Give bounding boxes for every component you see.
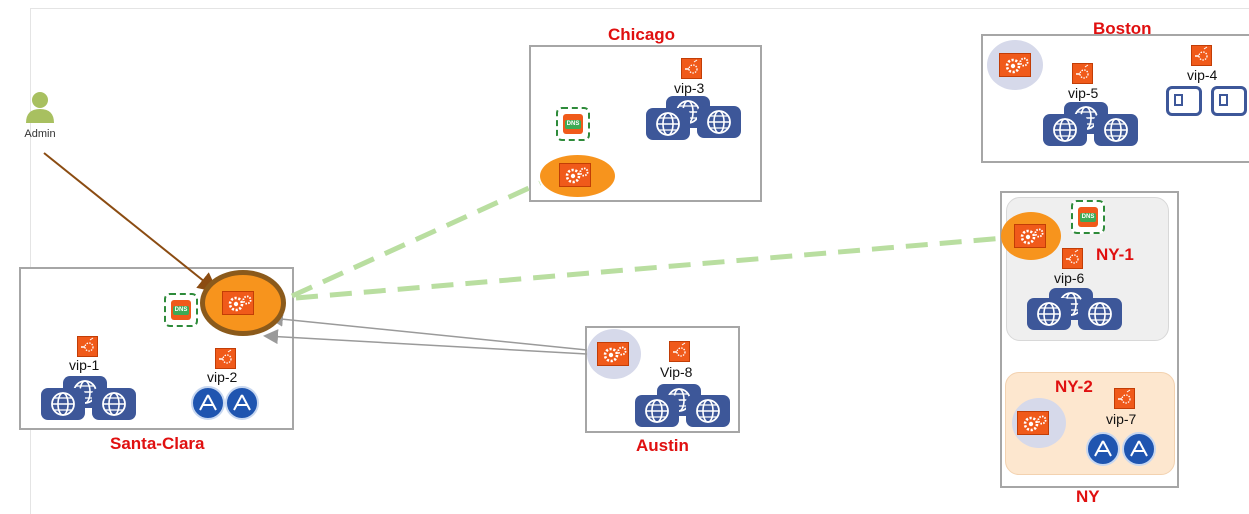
- vip-icon: [1072, 63, 1093, 84]
- app-store-icon: [191, 386, 225, 420]
- controller-gear-icon: [1017, 411, 1049, 435]
- site-title-chicago: Chicago: [608, 25, 676, 44]
- vip-icon: [1062, 248, 1083, 269]
- vip-icon: [669, 341, 690, 362]
- dns-icon: DNS: [164, 293, 198, 327]
- austin-link-lower: [263, 329, 588, 355]
- vip-label: vip-2: [207, 369, 238, 385]
- site-title-ny: NY: [1076, 487, 1100, 506]
- vip-label: vip-3: [674, 80, 705, 96]
- canvas-border-top: [30, 8, 1249, 9]
- globe-server-icon: [686, 395, 730, 427]
- zone-title-ny-2: NY-2: [1055, 377, 1093, 396]
- admin-user-icon: [26, 92, 54, 123]
- gslb-link-ny: [295, 235, 1005, 301]
- admin-label: Admin: [24, 128, 56, 140]
- admin-user[interactable]: Admin: [22, 90, 58, 142]
- globe-server-icon: [1043, 114, 1087, 146]
- app-store-icon: [1086, 432, 1120, 466]
- vip-label: Vip-8: [660, 364, 693, 380]
- app-store-icon: [225, 386, 259, 420]
- austin-link-upper: [268, 311, 588, 351]
- vip-label: vip-5: [1068, 85, 1099, 101]
- globe-server-icon: [41, 388, 85, 420]
- window-icon: [1166, 86, 1202, 116]
- dns-icon: DNS: [556, 107, 590, 141]
- controller-gear-icon: [999, 53, 1031, 77]
- vip-label: vip-7: [1106, 411, 1137, 427]
- site-title-austin: Austin: [636, 436, 689, 455]
- dns-icon: DNS: [1071, 200, 1105, 234]
- gslb-link-chicago: [290, 180, 542, 299]
- globe-server-icon: [635, 395, 679, 427]
- window-icon: [1211, 86, 1247, 116]
- canvas-border-left: [30, 8, 31, 514]
- globe-server-icon: [697, 106, 741, 138]
- app-store-icon: [1122, 432, 1156, 466]
- vip-label: vip-4: [1187, 67, 1218, 83]
- vip-icon: [681, 58, 702, 79]
- controller-gear-icon: [597, 342, 629, 366]
- vip-icon: [1191, 45, 1212, 66]
- site-title-santa-clara: Santa-Clara: [110, 434, 205, 453]
- vip-label: vip-6: [1054, 270, 1085, 286]
- site-title-boston: Boston: [1093, 19, 1152, 38]
- vip-icon: [77, 336, 98, 357]
- globe-server-icon: [92, 388, 136, 420]
- controller-gear-icon: [559, 163, 591, 187]
- controller-gear-icon: [1014, 224, 1046, 248]
- admin-arrow: [43, 152, 219, 293]
- globe-server-icon: [646, 108, 690, 140]
- controller-gear-icon: [222, 291, 254, 315]
- zone-title-ny-1: NY-1: [1096, 245, 1134, 264]
- globe-server-icon: [1078, 298, 1122, 330]
- vip-icon: [1114, 388, 1135, 409]
- vip-label: vip-1: [69, 357, 100, 373]
- globe-server-icon: [1027, 298, 1071, 330]
- globe-server-icon: [1094, 114, 1138, 146]
- vip-icon: [215, 348, 236, 369]
